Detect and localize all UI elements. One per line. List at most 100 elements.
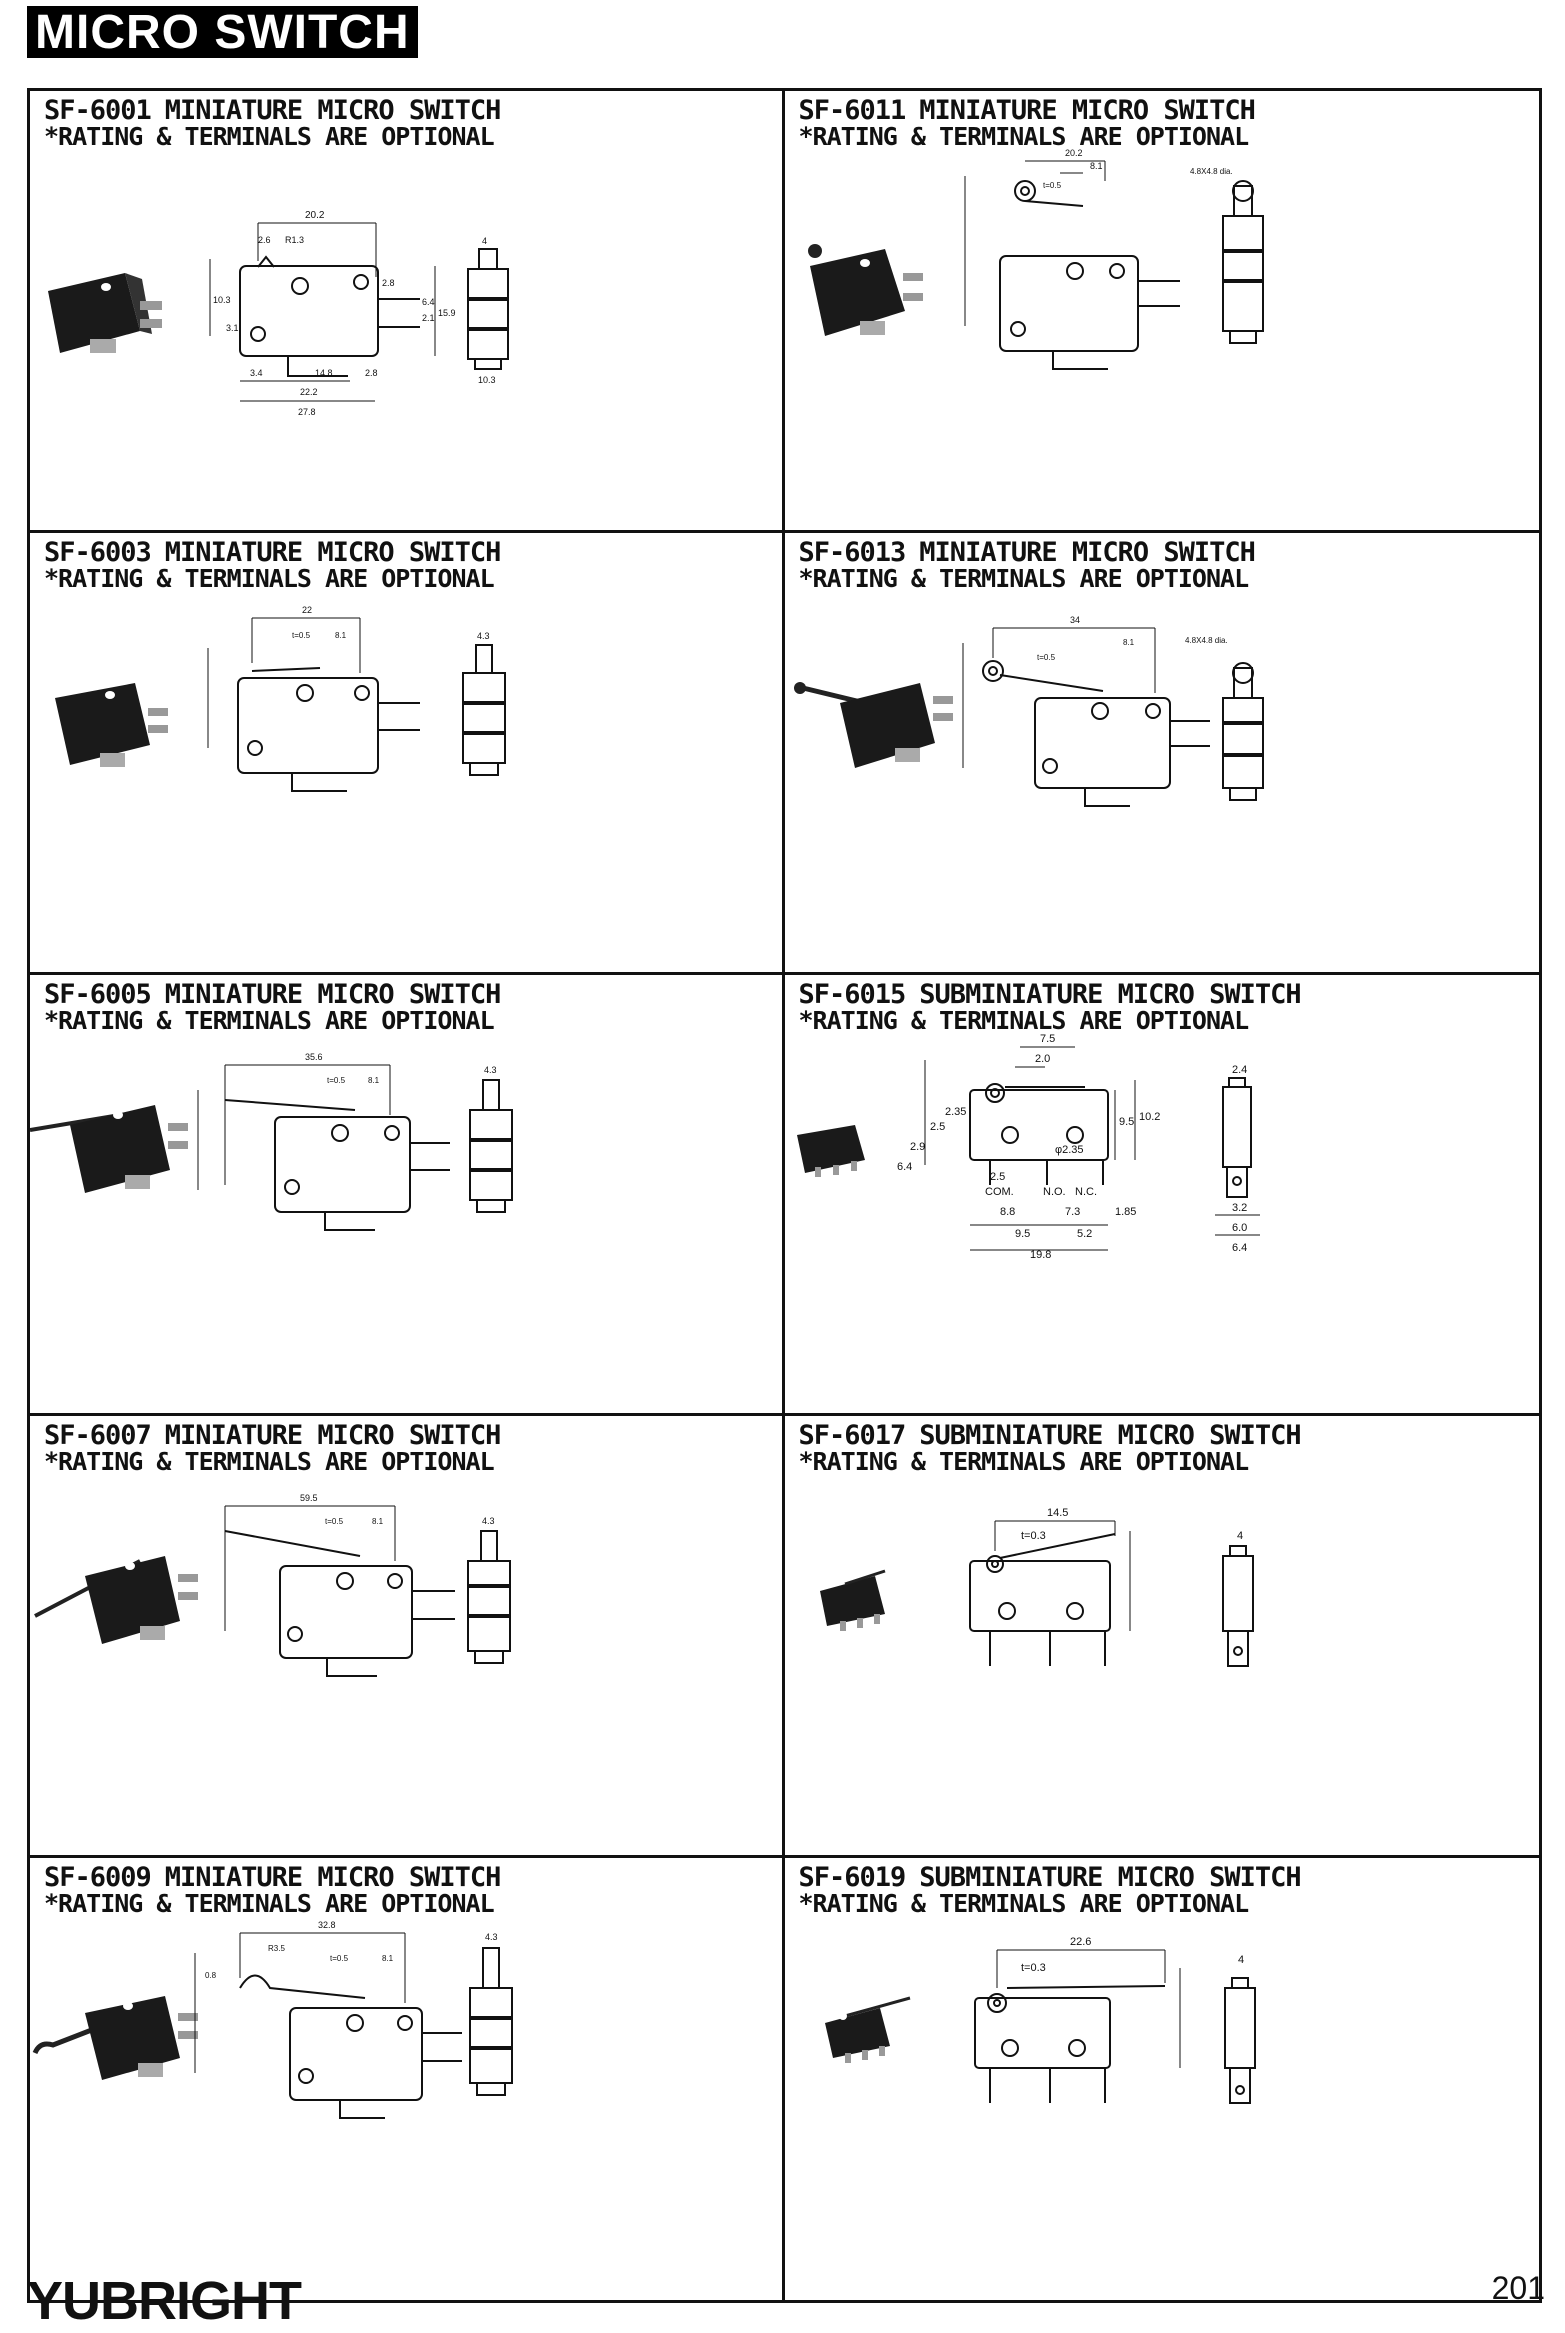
switch-photo [48, 273, 162, 353]
dimension-label: 2.0 [1035, 1053, 1050, 1065]
dimension-label: t=0.5 [1037, 653, 1056, 662]
dimension-label: 5.2 [1077, 1228, 1092, 1240]
dimension-label: t=0.5 [327, 1076, 346, 1085]
dimension-label: 3.2 [1232, 1202, 1247, 1214]
page-title: MICRO SWITCH [27, 6, 418, 59]
product-name: SUBMINIATURE MICRO SWITCH [919, 978, 1301, 1010]
dimension-label: 2.1 [422, 313, 435, 323]
product-code: SF-6005 [44, 978, 152, 1010]
dimension-label: 2.4 [1232, 1064, 1247, 1076]
drawing-sf-6011: 20.2 8.1 t=0.5 4.8X4.8 dia. [807, 148, 1264, 370]
product-name: MINIATURE MICRO SWITCH [164, 1862, 502, 1894]
switch-photo [796, 1124, 865, 1177]
dimension-label: 22.2 [300, 387, 318, 397]
dimension-label: 8.8 [1000, 1206, 1015, 1218]
product-code: SF-6011 [798, 95, 907, 126]
dimension-label: 2.8 [365, 368, 378, 378]
dimension-label: 14.8 [315, 368, 333, 378]
dimension-label: 1.85 [1115, 1206, 1136, 1218]
switch-photo [34, 1556, 198, 1645]
drawing-sf-6013: 34 8.1 t=0.5 4.8X4.8 dia. [793, 615, 1264, 807]
product-note: *RATING & TERMINALS ARE OPTIONAL [798, 1889, 1250, 1919]
dimension-label: R3.5 [268, 1944, 285, 1953]
product-name: MINIATURE MICRO SWITCH [919, 95, 1256, 126]
dimension-label: 27.8 [298, 407, 316, 417]
brand-logo: YUBRIGHT [27, 2271, 302, 2331]
terminal-label: N.O. [1043, 1186, 1066, 1198]
switch-photo [807, 244, 923, 336]
dimension-label: 9.5 [1015, 1228, 1030, 1240]
dimension-label: 2.9 [910, 1141, 925, 1153]
dimension-label: 8.1 [1090, 161, 1103, 171]
page-number: 201 [1491, 2270, 1545, 2306]
drawing-sf-6009: 32.8 R3.5 t=0.5 8.1 0.8 4.3 [32, 1920, 513, 2120]
side-view [1223, 1977, 1256, 2105]
front-view [981, 659, 1210, 807]
dimension-width: 14.5 [1047, 1507, 1068, 1519]
product-heading: SF-6017 SUBMINIATURE MICRO SWITCH [798, 1420, 1302, 1452]
product-note: *RATING & TERMINALS ARE OPTIONAL [44, 1005, 495, 1035]
terminal-label: N.C. [1075, 1186, 1097, 1198]
dimension-label: t=0.3 [1021, 1962, 1046, 1974]
product-name: MINIATURE MICRO SWITCH [919, 536, 1256, 568]
drawing-sf-6001: 20.2 2.6 R1.3 2.8 10.3 3.1 2.1 6.4 15.9 … [48, 210, 509, 417]
dimension-label: 2.5 [990, 1171, 1005, 1183]
dimension-label: t=0.3 [1021, 1530, 1046, 1542]
dimension-label: 4.8X4.8 dia. [1190, 167, 1233, 176]
product-code: SF-6017 [798, 1420, 907, 1452]
drawing-sf-6015: 7.5 2.0 2.5 2.35 2.9 φ2.35 6.4 9.5 10.2 … [796, 1033, 1260, 1261]
dimension-label: 8.1 [372, 1517, 384, 1526]
dimension-label: 2.5 [930, 1121, 945, 1133]
product-name: SUBMINIATURE MICRO SWITCH [919, 1420, 1301, 1452]
front-view [237, 666, 420, 792]
front-view [224, 1530, 455, 1678]
dimension-label: 4.3 [485, 1932, 498, 1942]
switch-photo [55, 682, 168, 767]
front-view [998, 180, 1180, 370]
dimension-label: 2.8 [382, 278, 395, 288]
product-code: SF-6015 [798, 978, 907, 1010]
dimension-label: t=0.5 [325, 1517, 344, 1526]
drawing-sf-6017: 14.5 t=0.3 4 [819, 1507, 1254, 1668]
front-view [224, 1098, 450, 1231]
side-view [1214, 1076, 1260, 1236]
dimension-label: 10.3 [478, 375, 496, 385]
dimension-width: 20.2 [305, 210, 325, 221]
side-view [462, 643, 506, 776]
dimension-label: 15.9 [438, 308, 456, 318]
product-code: SF-6003 [44, 536, 152, 568]
dimension-label: 9.5 [1119, 1116, 1134, 1128]
switch-photo [819, 1569, 885, 1632]
dimension-width: 20.2 [1065, 148, 1083, 158]
dimension-label: 4 [482, 236, 487, 246]
front-view [239, 1974, 462, 2120]
product-note: *RATING & TERMINALS ARE OPTIONAL [798, 1005, 1250, 1035]
dimension-width: 22 [302, 605, 312, 615]
front-view [968, 1082, 1109, 1185]
drawing-sf-6003: 22 t=0.5 8.1 4.3 [55, 605, 506, 792]
product-cell-sf-6015: SF-6015 SUBMINIATURE MICRO SWITCH *RATING… [784, 975, 1539, 1417]
dimension-label: 19.8 [1030, 1249, 1051, 1261]
product-note: *RATING & TERMINALS ARE OPTIONAL [798, 563, 1250, 593]
dimension-lines [209, 222, 436, 402]
side-view [469, 1947, 513, 2097]
dimension-label: 6.4 [1232, 1242, 1247, 1254]
dimension-label: 4.3 [482, 1516, 495, 1526]
product-note: *RATING & TERMINALS ARE OPTIONAL [44, 563, 495, 593]
side-view [469, 1078, 513, 1213]
dimension-label: 6.0 [1232, 1222, 1247, 1234]
dimension-label: 3.1 [226, 323, 239, 333]
product-note: *RATING & TERMINALS ARE OPTIONAL [44, 1447, 495, 1477]
dimension-label: 7.3 [1065, 1206, 1080, 1218]
dimension-label: 10.3 [213, 295, 231, 305]
dimension-label: 0.8 [205, 1971, 217, 1980]
